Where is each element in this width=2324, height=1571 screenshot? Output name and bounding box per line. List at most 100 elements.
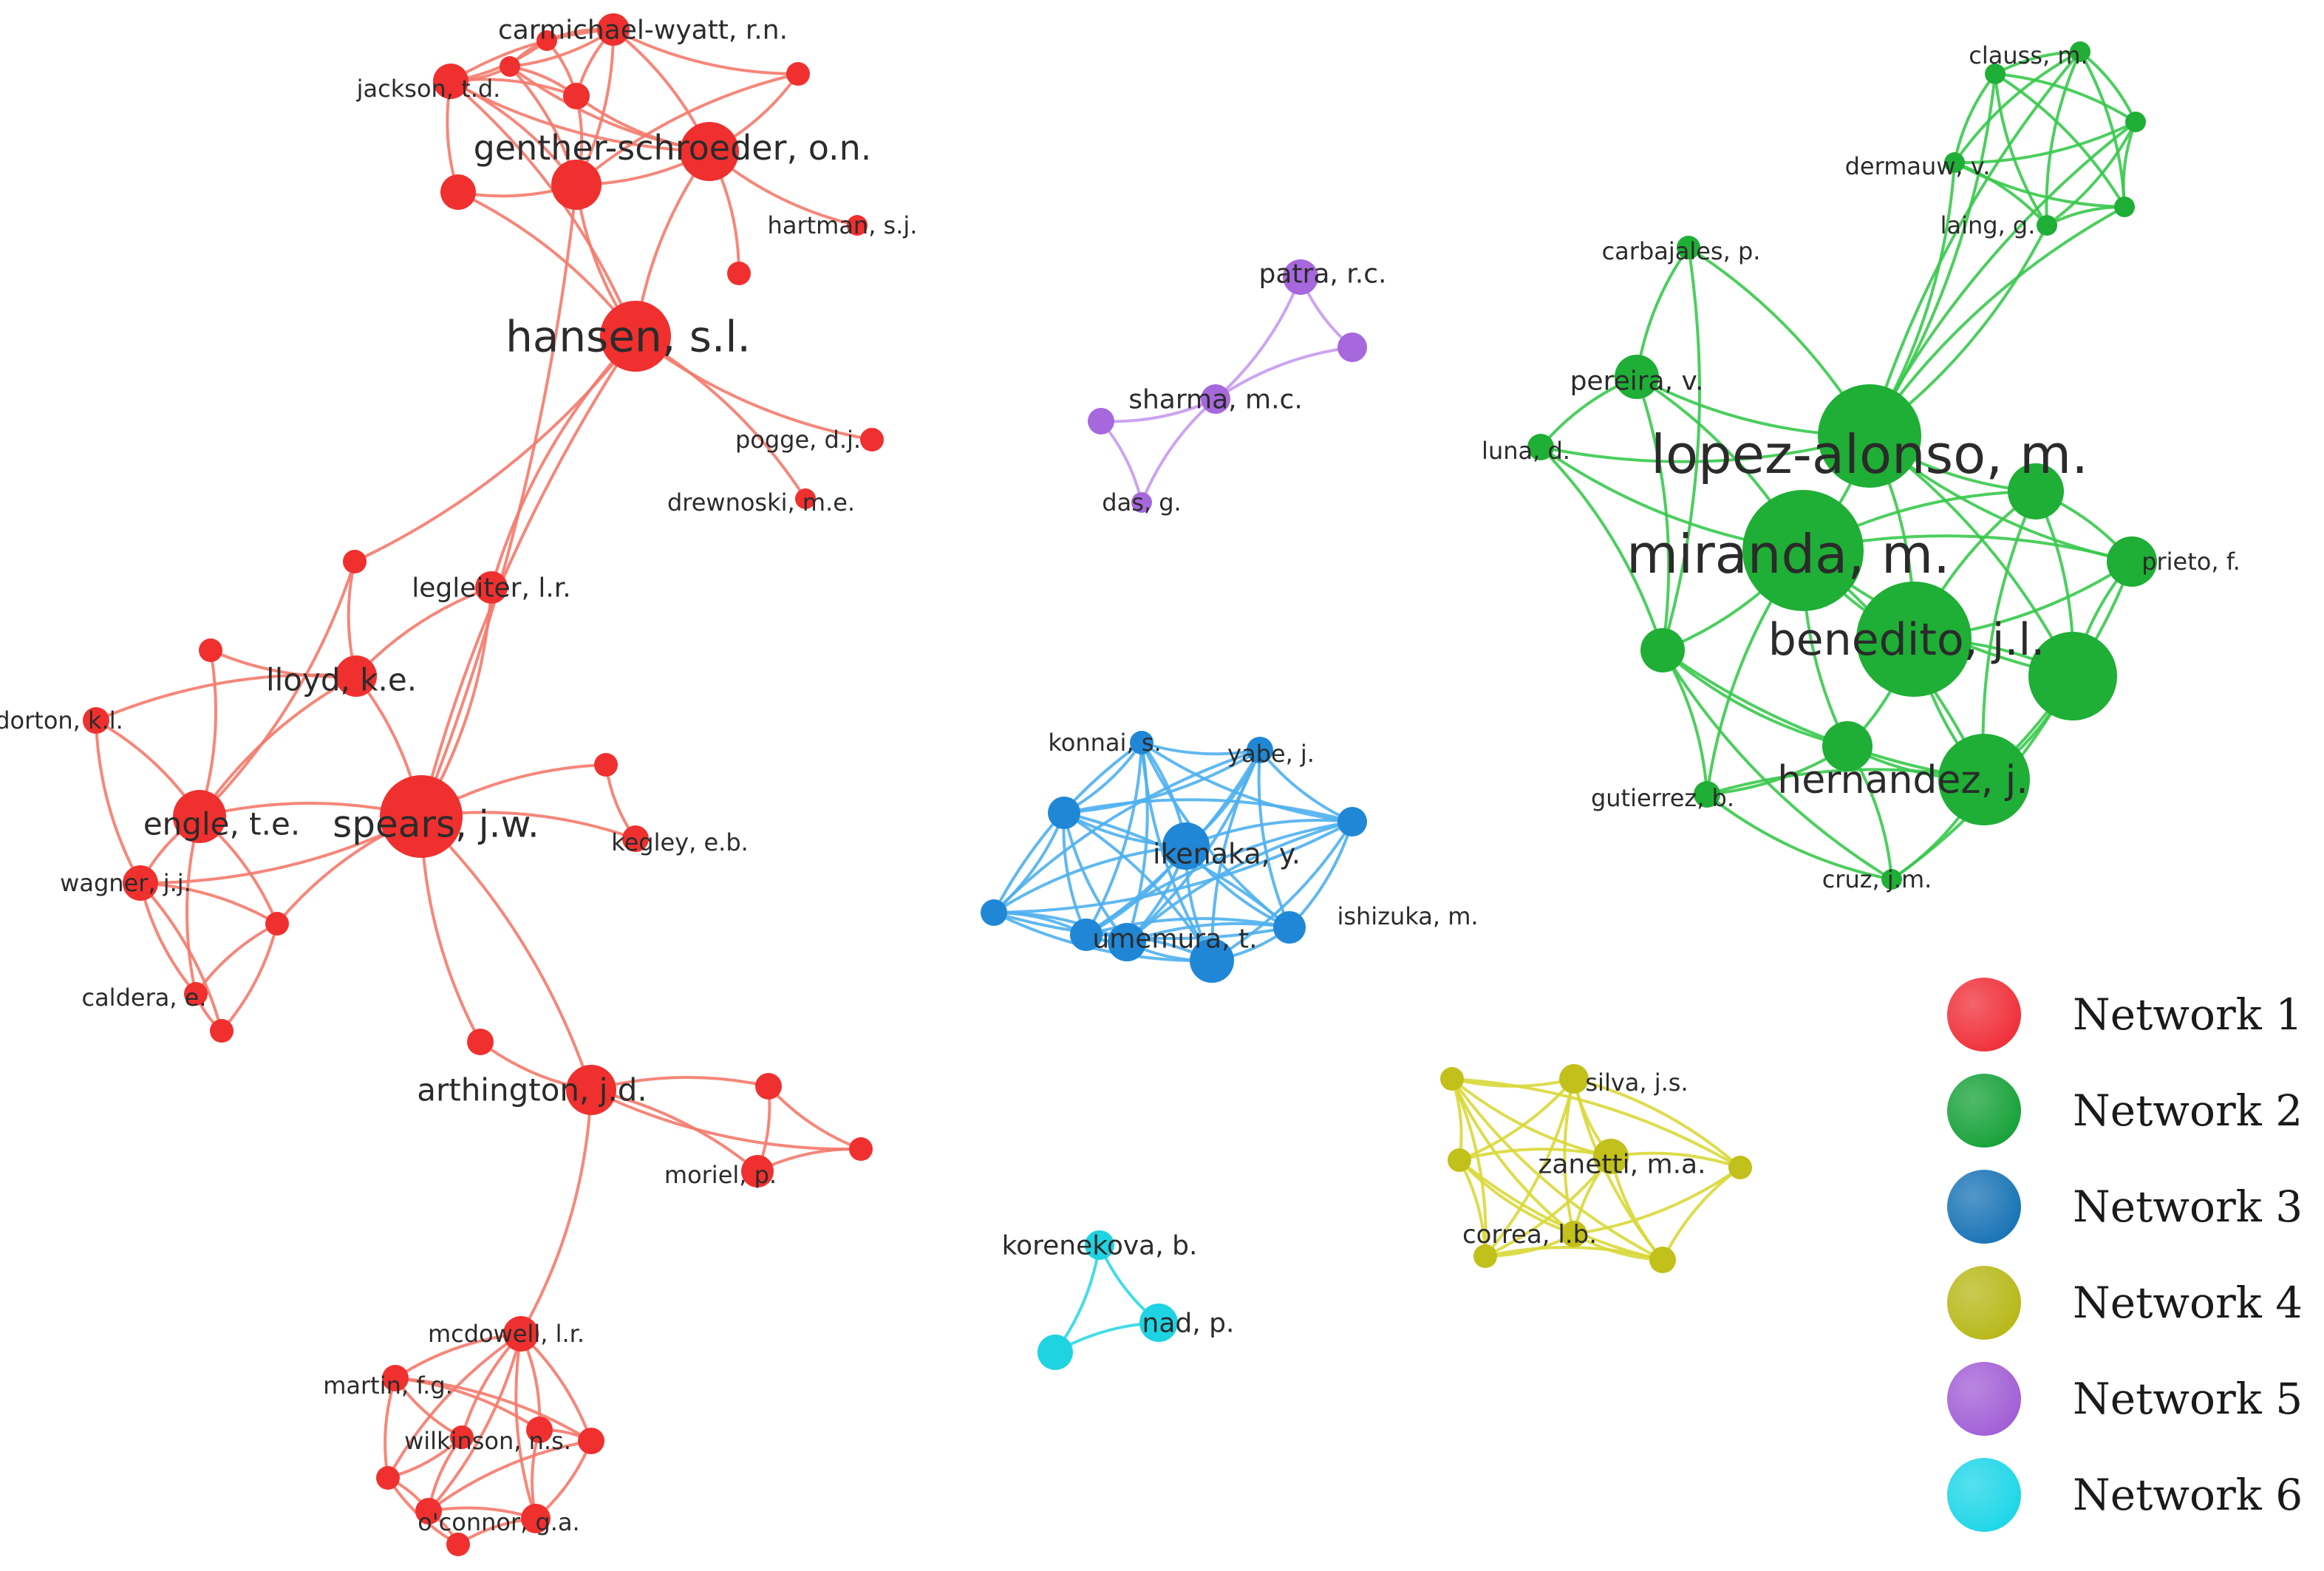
network-3-edge	[992, 812, 1066, 914]
network-1-edge	[449, 28, 614, 83]
network-5-edge	[1214, 276, 1302, 401]
network-2-edge	[1954, 120, 2136, 165]
network-3-edge	[1140, 741, 1353, 823]
author-label-luna-d: luna, d.	[1482, 437, 1570, 465]
network-3-node	[1048, 797, 1080, 829]
network-3-edge	[1086, 917, 1290, 936]
node-patra-r-c	[1283, 259, 1318, 295]
node-hansen-s-l	[600, 301, 671, 372]
network-1-edge	[490, 335, 637, 588]
network-1-labels: carmichael-wyatt, r.n.jackson, t.d.genth…	[0, 16, 917, 1537]
node-yabe-j	[1247, 737, 1273, 763]
network-1-node	[563, 83, 590, 109]
network-1-edge	[590, 1088, 862, 1151]
author-label-mcdowell-l-r: mcdowell, l.r.	[428, 1320, 585, 1348]
legend-item-network-6: Network 6	[1947, 1458, 2303, 1532]
node-wagner-j-j	[123, 865, 158, 901]
author-label-hartman-s-j: hartman, s.j.	[768, 211, 918, 239]
author-label-prieto-f: prieto, f.	[2141, 548, 2240, 576]
node-mcdowell-l-r	[503, 1316, 539, 1352]
network-1-edge	[460, 1332, 522, 1438]
network-3-edge	[1257, 749, 1291, 928]
network-1-nodes	[83, 13, 884, 1556]
node-korenekova-b	[1085, 1230, 1114, 1260]
legend-swatch-network-3	[1947, 1170, 2021, 1244]
network-1-edge	[420, 815, 593, 1091]
author-label-nad-p: nad, p.	[1142, 1309, 1235, 1339]
node-caldera-e	[184, 982, 208, 1006]
node-benedito-j-l	[1856, 582, 1972, 697]
network-1-edge	[95, 720, 142, 884]
network-2-node	[2125, 112, 2146, 132]
network-1-node	[446, 1533, 470, 1556]
network-4-labels: silva, j.s.zanetti, m.a.correa, l.b.	[1462, 1069, 1706, 1250]
node-zanetti-m-a	[1593, 1139, 1629, 1174]
author-label-clauss-m: clauss, m.	[1969, 41, 2088, 69]
network-3-node	[1338, 807, 1367, 836]
node-ikenaka-y	[1162, 822, 1210, 870]
network-3-edge	[1210, 749, 1261, 961]
node-laing-g	[2037, 215, 2057, 236]
legend-label-network-4: Network 4	[2073, 1278, 2303, 1328]
network-1-edge	[420, 184, 578, 817]
node-silva-j-s	[1559, 1064, 1589, 1094]
author-label-engle-t-e: engle, t.e.	[143, 806, 300, 842]
author-label-carmichael-wyatt-r-n: carmichael-wyatt, r.n.	[498, 16, 788, 46]
network-4-node	[1440, 1067, 1464, 1091]
author-label-hansen-s-l: hansen, s.l.	[505, 311, 751, 361]
node-prieto-f	[2107, 536, 2157, 587]
network-2-edge	[1994, 72, 2137, 123]
network-4-node	[1649, 1247, 1676, 1273]
author-label-martin-f-g: martin, f.g.	[323, 1371, 453, 1400]
network-1-edge	[140, 882, 279, 925]
network-2-node	[2008, 463, 2064, 519]
network-2-node	[1640, 628, 1685, 672]
network-2-node	[2114, 197, 2135, 217]
network-5-edge	[1214, 346, 1353, 401]
node-engle-t-e	[173, 790, 226, 843]
node-moriel-p	[741, 1155, 774, 1187]
network-1-edge	[427, 1333, 522, 1513]
author-label-jackson-t-d: jackson, t.d.	[356, 75, 501, 103]
network-1-node	[536, 30, 557, 51]
network-2-edge	[1661, 649, 1848, 748]
node-umemura-t	[1070, 919, 1103, 951]
network-4-edge	[1485, 1155, 1612, 1258]
author-label-o-connor-g-a: o'connor, g.a.	[418, 1508, 579, 1536]
author-label-wilkinson-n-s: wilkinson, n.s.	[404, 1427, 571, 1455]
network-2-nodes	[1527, 41, 2157, 890]
node-miranda-m	[1742, 490, 1864, 611]
node-das-g	[1131, 492, 1152, 513]
legend-swatch-network-2	[1947, 1074, 2021, 1148]
author-label-konnai-s: konnai, s.	[1048, 729, 1161, 757]
network-3-edge	[1140, 742, 1213, 962]
network-1-node	[551, 160, 602, 210]
author-label-gutierrez-b: gutierrez, b.	[1591, 784, 1734, 812]
author-label-dermauw-v: dermauw, v.	[1845, 152, 1991, 180]
network-1-node	[526, 1417, 553, 1443]
network-2-edge	[1868, 50, 2082, 437]
legend-swatch-network-4	[1947, 1266, 2021, 1340]
network-nodes	[83, 13, 2157, 1556]
author-label-kegley-e-b: kegley, e.b.	[611, 828, 749, 856]
network-1-node	[376, 1466, 400, 1490]
author-label-ikenaka-y: ikenaka, y.	[1153, 837, 1301, 870]
network-5-edge	[1140, 398, 1217, 503]
network-4-edge	[1459, 1148, 1612, 1162]
network-3-edge	[1063, 798, 1353, 823]
network-2-edge	[1539, 446, 1664, 651]
network-1-node	[594, 753, 618, 777]
network-2-edge	[1868, 120, 2137, 437]
network-3-node	[981, 899, 1007, 926]
network-4-edge	[1485, 1246, 1663, 1261]
network-3-labels: konnai, s.yabe, j.ikenaka, y.umemura, t.…	[1048, 729, 1478, 954]
network-4-edge	[1451, 1077, 1612, 1158]
network-1-node	[415, 1498, 442, 1524]
network-6-node	[1037, 1335, 1073, 1370]
author-label-wagner-j-j: wagner, j.j.	[60, 869, 191, 897]
network-4-edge	[1573, 1077, 1742, 1169]
network-2-edge	[1661, 649, 1985, 781]
network-1-edge	[575, 72, 799, 186]
node-o-connor-g-a	[521, 1504, 551, 1533]
